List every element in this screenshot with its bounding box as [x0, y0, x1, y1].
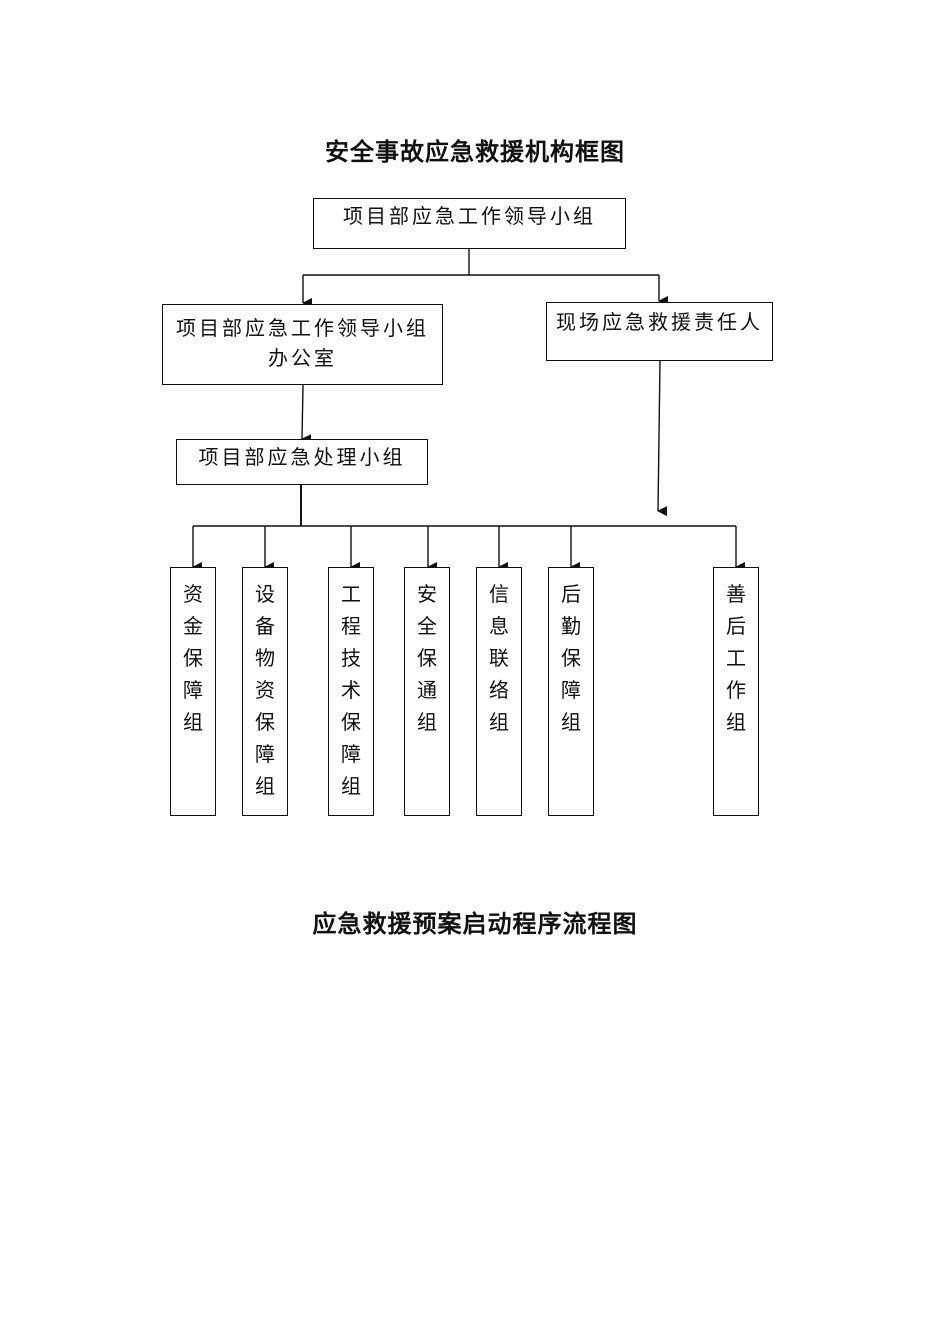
group-label-7: 善后工作组	[726, 582, 746, 734]
leadership-box: 项目部应急工作领导小组	[313, 198, 626, 249]
flow-chart-title: 应急救援预案启动程序流程图	[312, 910, 638, 938]
office-label-line2: 办公室	[268, 346, 337, 370]
leadership-label: 项目部应急工作领导小组	[343, 204, 596, 228]
group-box-1: 资金保障组	[170, 567, 216, 816]
group-box-7: 善后工作组	[713, 567, 759, 816]
onsite-label: 现场应急救援责任人	[556, 310, 763, 334]
group-label-2: 设备物资保障组	[255, 582, 275, 798]
group-box-6: 后勤保障组	[548, 567, 594, 816]
group-label-5: 信息联络组	[489, 582, 509, 734]
group-box-5: 信息联络组	[476, 567, 522, 816]
group-box-3: 工程技术保障组	[328, 567, 374, 816]
onsite-box: 现场应急救援责任人	[546, 302, 773, 361]
handling-label: 项目部应急处理小组	[198, 445, 406, 469]
group-box-2: 设备物资保障组	[242, 567, 288, 816]
group-label-4: 安全保通组	[417, 582, 437, 734]
group-label-1: 资金保障组	[183, 582, 203, 734]
office-box: 项目部应急工作领导小组 办公室	[162, 304, 443, 385]
office-label-line1: 项目部应急工作领导小组	[176, 316, 429, 340]
group-label-6: 后勤保障组	[561, 582, 581, 734]
org-chart-title: 安全事故应急救援机构框图	[325, 138, 625, 166]
group-box-4: 安全保通组	[404, 567, 450, 816]
handling-box: 项目部应急处理小组	[176, 439, 428, 485]
group-label-3: 工程技术保障组	[341, 582, 361, 798]
